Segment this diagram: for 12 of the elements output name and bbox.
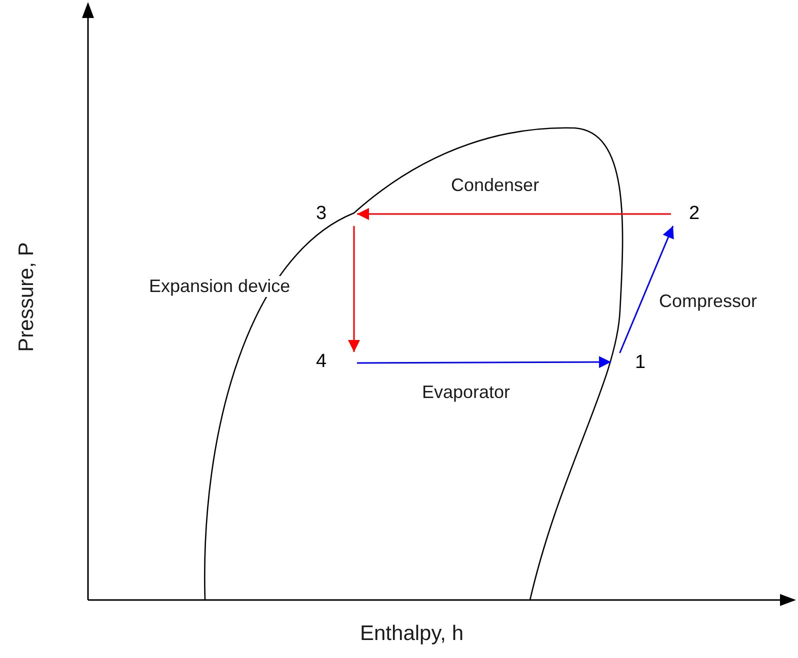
arrow [619, 226, 674, 354]
edge-label: Compressor [657, 291, 760, 312]
state-point-number: 3 [316, 204, 327, 224]
state-point-number: 2 [689, 204, 700, 224]
arrow [357, 356, 611, 368]
arrow [348, 226, 360, 352]
axis-label: Pressure, P [14, 242, 39, 352]
edge-label: Expansion device [147, 276, 292, 297]
axis-label: Enthalpy, h [360, 622, 464, 646]
state-point-number: 4 [316, 352, 327, 372]
arrow [357, 208, 671, 220]
state-point-number: 1 [635, 353, 646, 373]
